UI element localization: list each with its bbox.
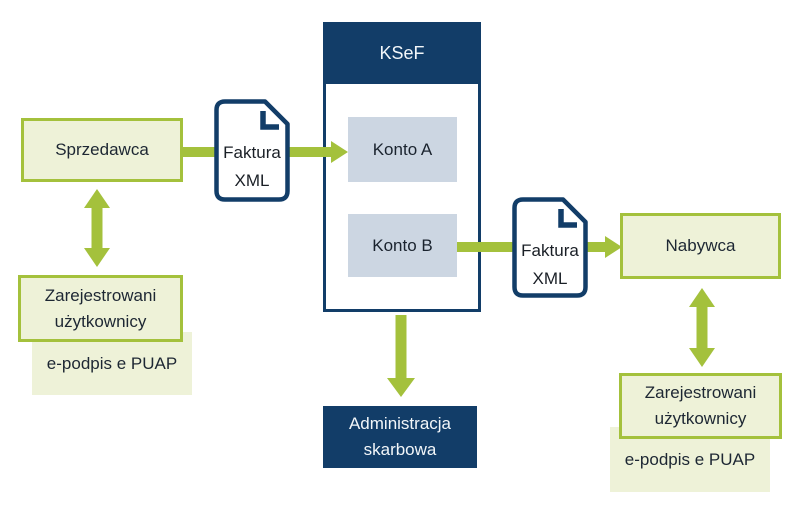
document-icon [512,197,588,298]
node-zarejestrowani-right: Zarejestrowani użytkownicy [619,373,782,439]
sprzedawca-label: Sprzedawca [55,140,149,159]
node-epodpis-left: e-podpis e PUAP [32,332,192,395]
folded-corner-mark [558,209,577,228]
zarejestrowani-left-line2: użytkownicy [54,311,147,331]
konto-a-label: Konto A [372,139,433,159]
zarejestrowani-right-line1: Zarejestrowani [644,383,757,402]
administracja-line1: Administracja [348,414,452,433]
node-nabywca: Nabywca [620,213,781,279]
zarejestrowani-left-line1: Zarejestrowani [44,285,157,305]
arrow-sprzedawca-to-faktura [183,147,217,157]
epodpis-right-label: e-podpis e PUAP [624,449,756,469]
arrow-sprzedawca-uzytkownicy [84,189,110,267]
nabywca-label: Nabywca [665,236,736,255]
zarejestrowani-right-line2: użytkownicy [654,409,747,428]
ksef-label: KSeF [379,43,425,63]
faktura-xml-label-left: Faktura XML [223,143,281,190]
node-zarejestrowani-left: Zarejestrowani użytkownicy [18,275,183,342]
faktura-xml-label-right: Faktura XML [521,241,579,288]
arrow-ksef-to-administracja [387,315,415,397]
administracja-line2: skarbowa [363,440,437,459]
node-konto-a: Konto A [348,117,457,182]
node-konto-b: Konto B [348,214,457,277]
document-icon [214,99,290,202]
arrow-faktura-to-nabywca [586,236,622,258]
arrow-nabywca-uzytkownicy [689,288,715,367]
folded-corner-mark [260,111,279,130]
faktura-xml-document-icon-left: Faktura XML [214,99,290,202]
faktura-xml-document-icon-right: Faktura XML [512,197,588,298]
konto-b-label: Konto B [372,235,433,255]
epodpis-left-label: e-podpis e PUAP [46,353,178,373]
node-sprzedawca: Sprzedawca [21,118,183,182]
node-administracja-skarbowa: Administracja skarbowa [323,406,477,468]
node-ksef-header: KSeF [323,22,481,84]
